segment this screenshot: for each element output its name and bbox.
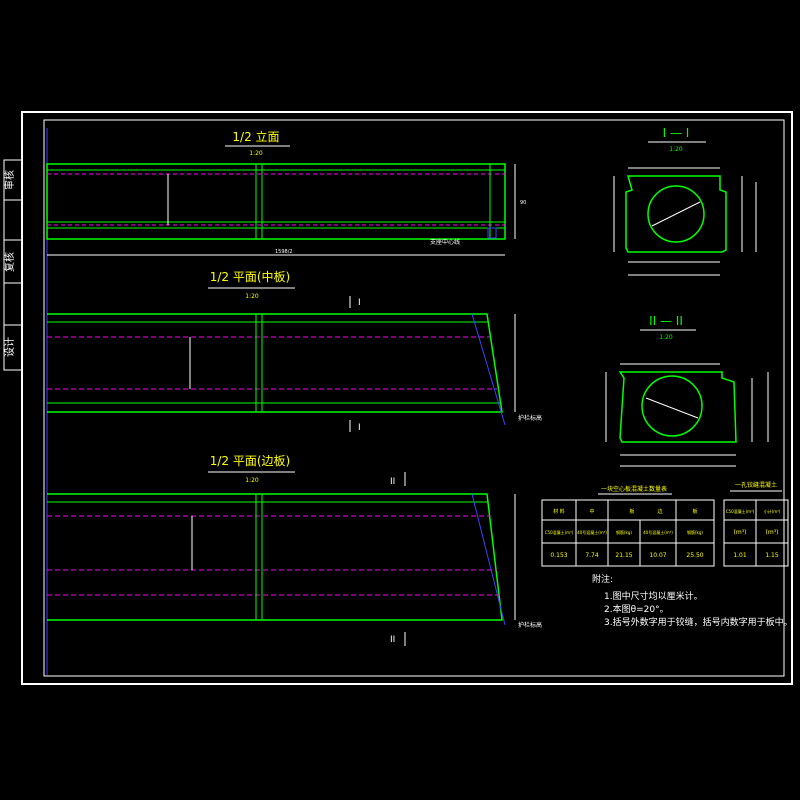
- plan-edge-cut-bottom: II: [390, 635, 395, 645]
- stamp-review: 审核: [3, 170, 16, 190]
- elevation-dim-height: 90: [520, 200, 526, 206]
- plan-mid-title: 1/2 平面(中板): [210, 269, 291, 284]
- plan-mid-cut-top: I: [358, 298, 361, 308]
- plan-mid-scale: 1:20: [245, 293, 259, 300]
- plan-mid-note: 护栏标高: [518, 414, 542, 422]
- plan-edge-scale: 1:20: [245, 477, 259, 484]
- notes: 附注: 1.图中尺寸均以厘米计。 2.本图θ=20°。 3.括号外数字用于铰缝，…: [592, 573, 793, 628]
- section-2: II — II 1:20: [605, 314, 769, 467]
- note-2: 2.本图θ=20°。: [604, 603, 669, 615]
- section-2-title: II — II: [649, 314, 683, 328]
- t1-r1c4: 钢筋(kg): [687, 529, 703, 535]
- plan-edge-cut-top: II: [390, 477, 395, 487]
- note-3: 3.括号外数字用于铰缝，括号内数字用于板中。: [604, 616, 793, 628]
- plan-mid-view: 1/2 平面(中板) 1:20 I I 护栏标高: [47, 269, 542, 433]
- t2-r2c1: 1.15: [765, 552, 779, 559]
- plan-edge-title: 1/2 平面(边板): [210, 454, 291, 468]
- t1-r1c0: C50混凝土(m³): [545, 529, 574, 535]
- elevation-span: 1598/2: [275, 249, 293, 255]
- t1-h0: 材 料: [553, 508, 565, 515]
- t1-h4: 板: [692, 508, 697, 515]
- t2-h0: C50混凝土(m³): [726, 508, 755, 514]
- t1-h1: 中: [589, 508, 594, 515]
- note-1: 1.图中尺寸均以厘米计。: [604, 590, 703, 602]
- t1-r1c1: 40号混凝土(m³): [577, 529, 607, 535]
- plan-edge-view: 1/2 平面(边板) 1:20 II II 护栏标高: [47, 454, 542, 646]
- t1-r2c0: 0.153: [550, 552, 567, 559]
- section-1-title: I — I: [663, 126, 690, 140]
- table2-title: 一孔铰缝混凝土: [735, 481, 777, 489]
- elevation-title: 1/2 立面: [232, 129, 279, 144]
- joint-concrete-table: 一孔铰缝混凝土 C50混凝土(m³) 小计(m³) (m³) (m³) 1.01…: [723, 481, 789, 567]
- outer-frame: [21, 111, 793, 685]
- concrete-quantity-table: 一块空心板混凝土数量表 材 料 中 板 边 板 C50混凝土(m³) 40号混凝…: [541, 485, 715, 567]
- t2-r1c1: (m³): [766, 529, 779, 536]
- section-2-scale: 1:20: [659, 334, 673, 341]
- title-block: 审核 复核 设计: [3, 159, 23, 371]
- elevation-scale: 1:20: [249, 150, 263, 157]
- t1-r2c4: 25.50: [686, 552, 703, 559]
- t1-r1c2: 钢筋(kg): [616, 529, 632, 535]
- stamp-design: 设计: [3, 337, 16, 357]
- notes-heading: 附注:: [592, 573, 613, 585]
- section-1-scale: 1:20: [669, 146, 683, 153]
- t2-r1c0: (m³): [734, 529, 747, 536]
- t2-r2c0: 1.01: [733, 552, 747, 559]
- inner-frame: [43, 119, 785, 677]
- t2-h1: 小计(m³): [764, 508, 781, 514]
- section-1: I — I 1:20: [613, 126, 757, 276]
- t1-r2c3: 10.07: [649, 552, 666, 559]
- stamp-check: 复核: [3, 252, 16, 272]
- elevation-view: 1/2 立面 1:20 90 1598/2 支座中心线: [46, 129, 526, 256]
- plan-edge-note: 护栏标高: [518, 621, 542, 629]
- t1-r1c3: 40号混凝土(m³): [643, 529, 673, 535]
- t1-h2: 板: [629, 508, 634, 515]
- plan-mid-cut-bottom: I: [358, 423, 361, 433]
- t1-r2c2: 21.15: [615, 552, 632, 559]
- elevation-note: 支座中心线: [430, 238, 460, 246]
- table1-title: 一块空心板混凝土数量表: [601, 485, 667, 493]
- t1-r2c1: 7.74: [585, 552, 599, 559]
- t1-h3: 边: [657, 508, 662, 515]
